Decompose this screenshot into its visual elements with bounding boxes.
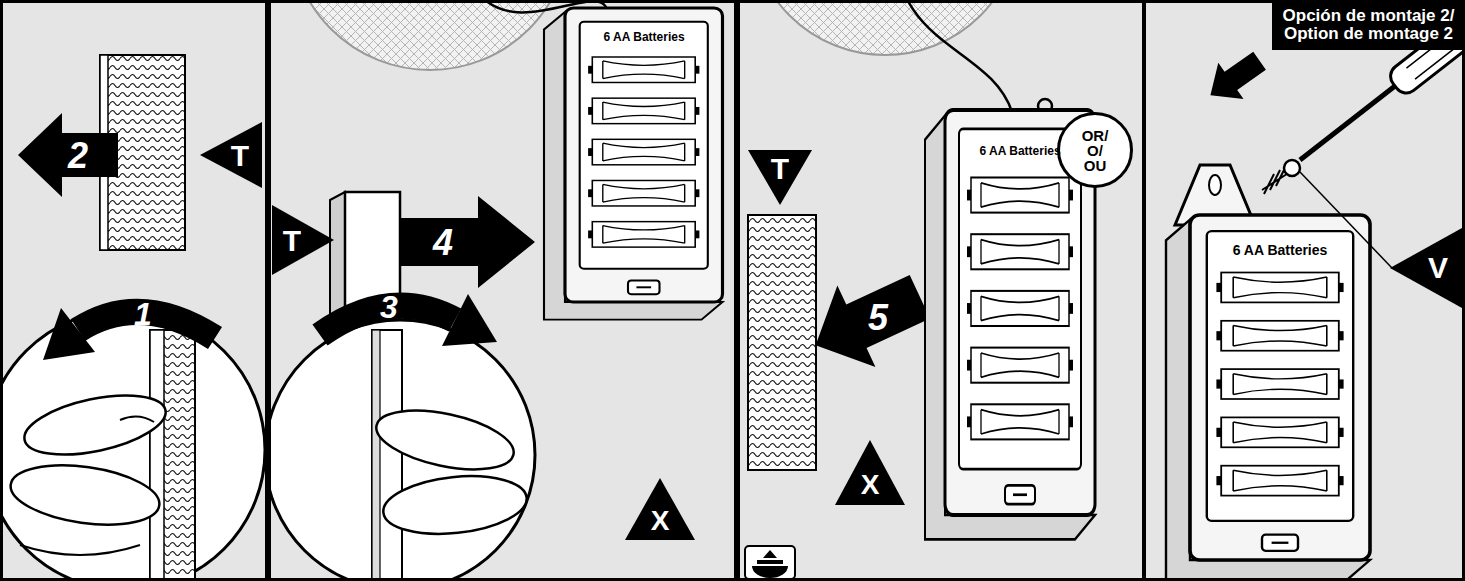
panel-one-art bbox=[3, 310, 265, 578]
panel-one-art bbox=[18, 113, 118, 197]
node-text: OR/ O/ OU bbox=[1078, 128, 1112, 173]
panel-two-art bbox=[625, 478, 695, 540]
panel-two-art bbox=[272, 205, 334, 275]
step-number: 5 bbox=[868, 300, 888, 336]
step-number: 2 bbox=[68, 138, 88, 174]
panel-four-art bbox=[1390, 228, 1462, 308]
panel-one-art bbox=[7, 457, 163, 533]
panel-three-art bbox=[752, 566, 788, 578]
panel-three-art bbox=[757, 560, 783, 564]
panel-three-art bbox=[835, 440, 905, 505]
panel-four-art bbox=[1284, 160, 1300, 176]
panel-two-art bbox=[371, 400, 519, 480]
panel-one-art bbox=[20, 545, 140, 555]
panel-one-art bbox=[200, 122, 262, 188]
node-text: Opción de montaje 2/ Option de montage 2 bbox=[1278, 7, 1460, 43]
panel-three-art bbox=[763, 550, 777, 558]
option-circle: OR/ O/ OU bbox=[1057, 112, 1133, 188]
panel-two-art bbox=[372, 330, 380, 578]
product-label: 6 AA Batteries bbox=[1233, 243, 1328, 257]
panel-two-art bbox=[442, 294, 497, 346]
panel-four-art bbox=[1166, 215, 1370, 578]
panel-four-art bbox=[1209, 175, 1221, 195]
panel-three-art bbox=[797, 256, 939, 386]
panel-two-art bbox=[544, 8, 723, 320]
panel-three-art bbox=[750, 3, 1020, 55]
panel-three-art bbox=[745, 3, 1095, 578]
panel-two-art bbox=[271, 320, 535, 578]
panel-three-art bbox=[748, 150, 812, 205]
panel-four-art bbox=[1300, 86, 1395, 160]
panel-one-art bbox=[120, 416, 154, 422]
heading-banner: Opción de montaje 2/ Option de montage 2 bbox=[1272, 0, 1465, 50]
callout-letter: X bbox=[861, 471, 880, 499]
panel-three-art bbox=[748, 215, 816, 470]
panel-three-art bbox=[905, 3, 1012, 112]
callout-letter: T bbox=[283, 226, 301, 256]
panel-two-art bbox=[380, 470, 529, 541]
panel-four-art bbox=[1198, 43, 1272, 113]
callout-letter: T bbox=[231, 141, 249, 171]
product-label: 6 AA Batteries bbox=[979, 145, 1060, 157]
step-number: 3 bbox=[380, 291, 398, 323]
callout-letter: V bbox=[1428, 253, 1448, 283]
panel-one-art bbox=[150, 330, 195, 578]
panel-three-art bbox=[745, 546, 795, 578]
panel-one-art bbox=[150, 330, 164, 578]
callout-letter: X bbox=[651, 507, 670, 535]
panel-one-art bbox=[19, 385, 171, 466]
step-number: 4 bbox=[433, 225, 453, 261]
step-number: 1 bbox=[134, 298, 152, 330]
panel-two-art bbox=[271, 3, 723, 578]
panel bbox=[740, 3, 1142, 578]
product-label: 6 AA Batteries bbox=[603, 31, 684, 43]
panel-one-art bbox=[3, 55, 265, 578]
panel-two-art bbox=[400, 196, 535, 288]
panel-one-art bbox=[43, 308, 95, 360]
panel-two-art bbox=[372, 330, 402, 578]
callout-letter: T bbox=[771, 154, 789, 184]
panel-four-art bbox=[1166, 16, 1462, 578]
